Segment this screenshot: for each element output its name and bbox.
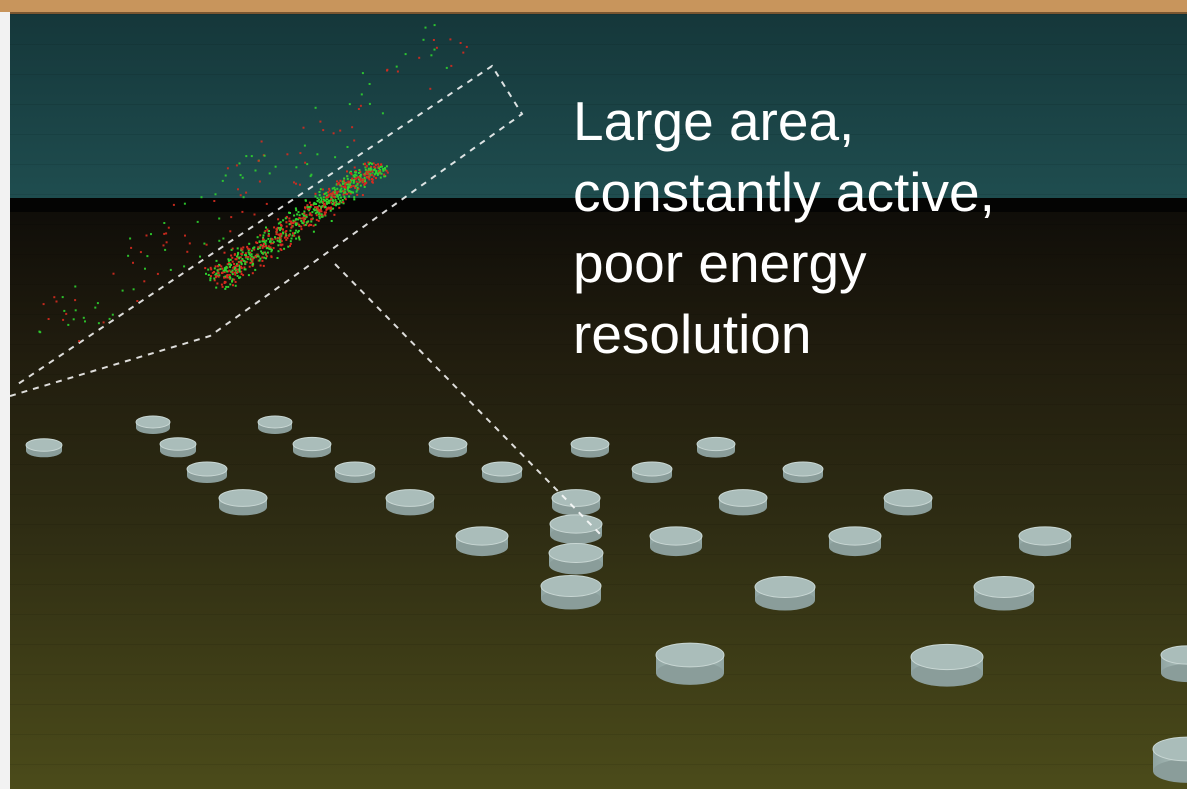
detector-tank-icon: [428, 436, 468, 458]
detector-tank-icon: [334, 461, 376, 483]
detector-tank-icon: [292, 436, 332, 458]
detector-tank-icon: [549, 514, 603, 545]
left-margin: [0, 12, 10, 789]
detector-tank-icon: [25, 438, 63, 458]
detector-tank-icon: [696, 436, 736, 458]
detector-tank-icon: [631, 461, 673, 483]
sky-band: [10, 14, 1187, 198]
detector-tank-icon: [1018, 526, 1072, 557]
detector-tank-icon: [883, 489, 933, 516]
detector-tank-icon: [910, 643, 984, 687]
detector-tank-icon: [385, 489, 435, 516]
top-border-bar: [0, 0, 1187, 14]
detector-tank-icon: [570, 436, 610, 458]
detector-tank-icon: [782, 461, 824, 483]
shower-outline: [10, 64, 603, 537]
detector-tank-icon: [135, 415, 171, 434]
ground-band: [10, 198, 1187, 789]
detector-tank-icon: [754, 576, 816, 611]
detector-tank-icon: [1160, 645, 1187, 683]
detector-tank-icon: [655, 642, 725, 685]
detector-tank-icon: [718, 489, 768, 516]
detector-tank-icon: [159, 437, 197, 458]
slide-caption: Large area, constantly active, poor ener…: [573, 90, 995, 365]
detector-tank-icon: [548, 543, 604, 575]
air-shower-particles: [38, 24, 468, 343]
detector-tank-icon: [551, 489, 601, 516]
detector-tank-icon: [540, 575, 602, 610]
detector-array-scene: [10, 14, 1187, 789]
detector-tank-icon: [649, 526, 703, 557]
detector-tank-icon: [257, 415, 293, 434]
detector-tank-icon: [1152, 736, 1187, 783]
detector-tank-icon: [218, 489, 268, 516]
detector-tank-icon: [455, 526, 509, 557]
detector-tank-icon: [186, 461, 228, 483]
detector-tank-icon: [828, 526, 882, 557]
detector-tanks: [25, 415, 1187, 783]
detector-tank-icon: [973, 576, 1035, 611]
detector-tank-icon: [481, 461, 523, 483]
